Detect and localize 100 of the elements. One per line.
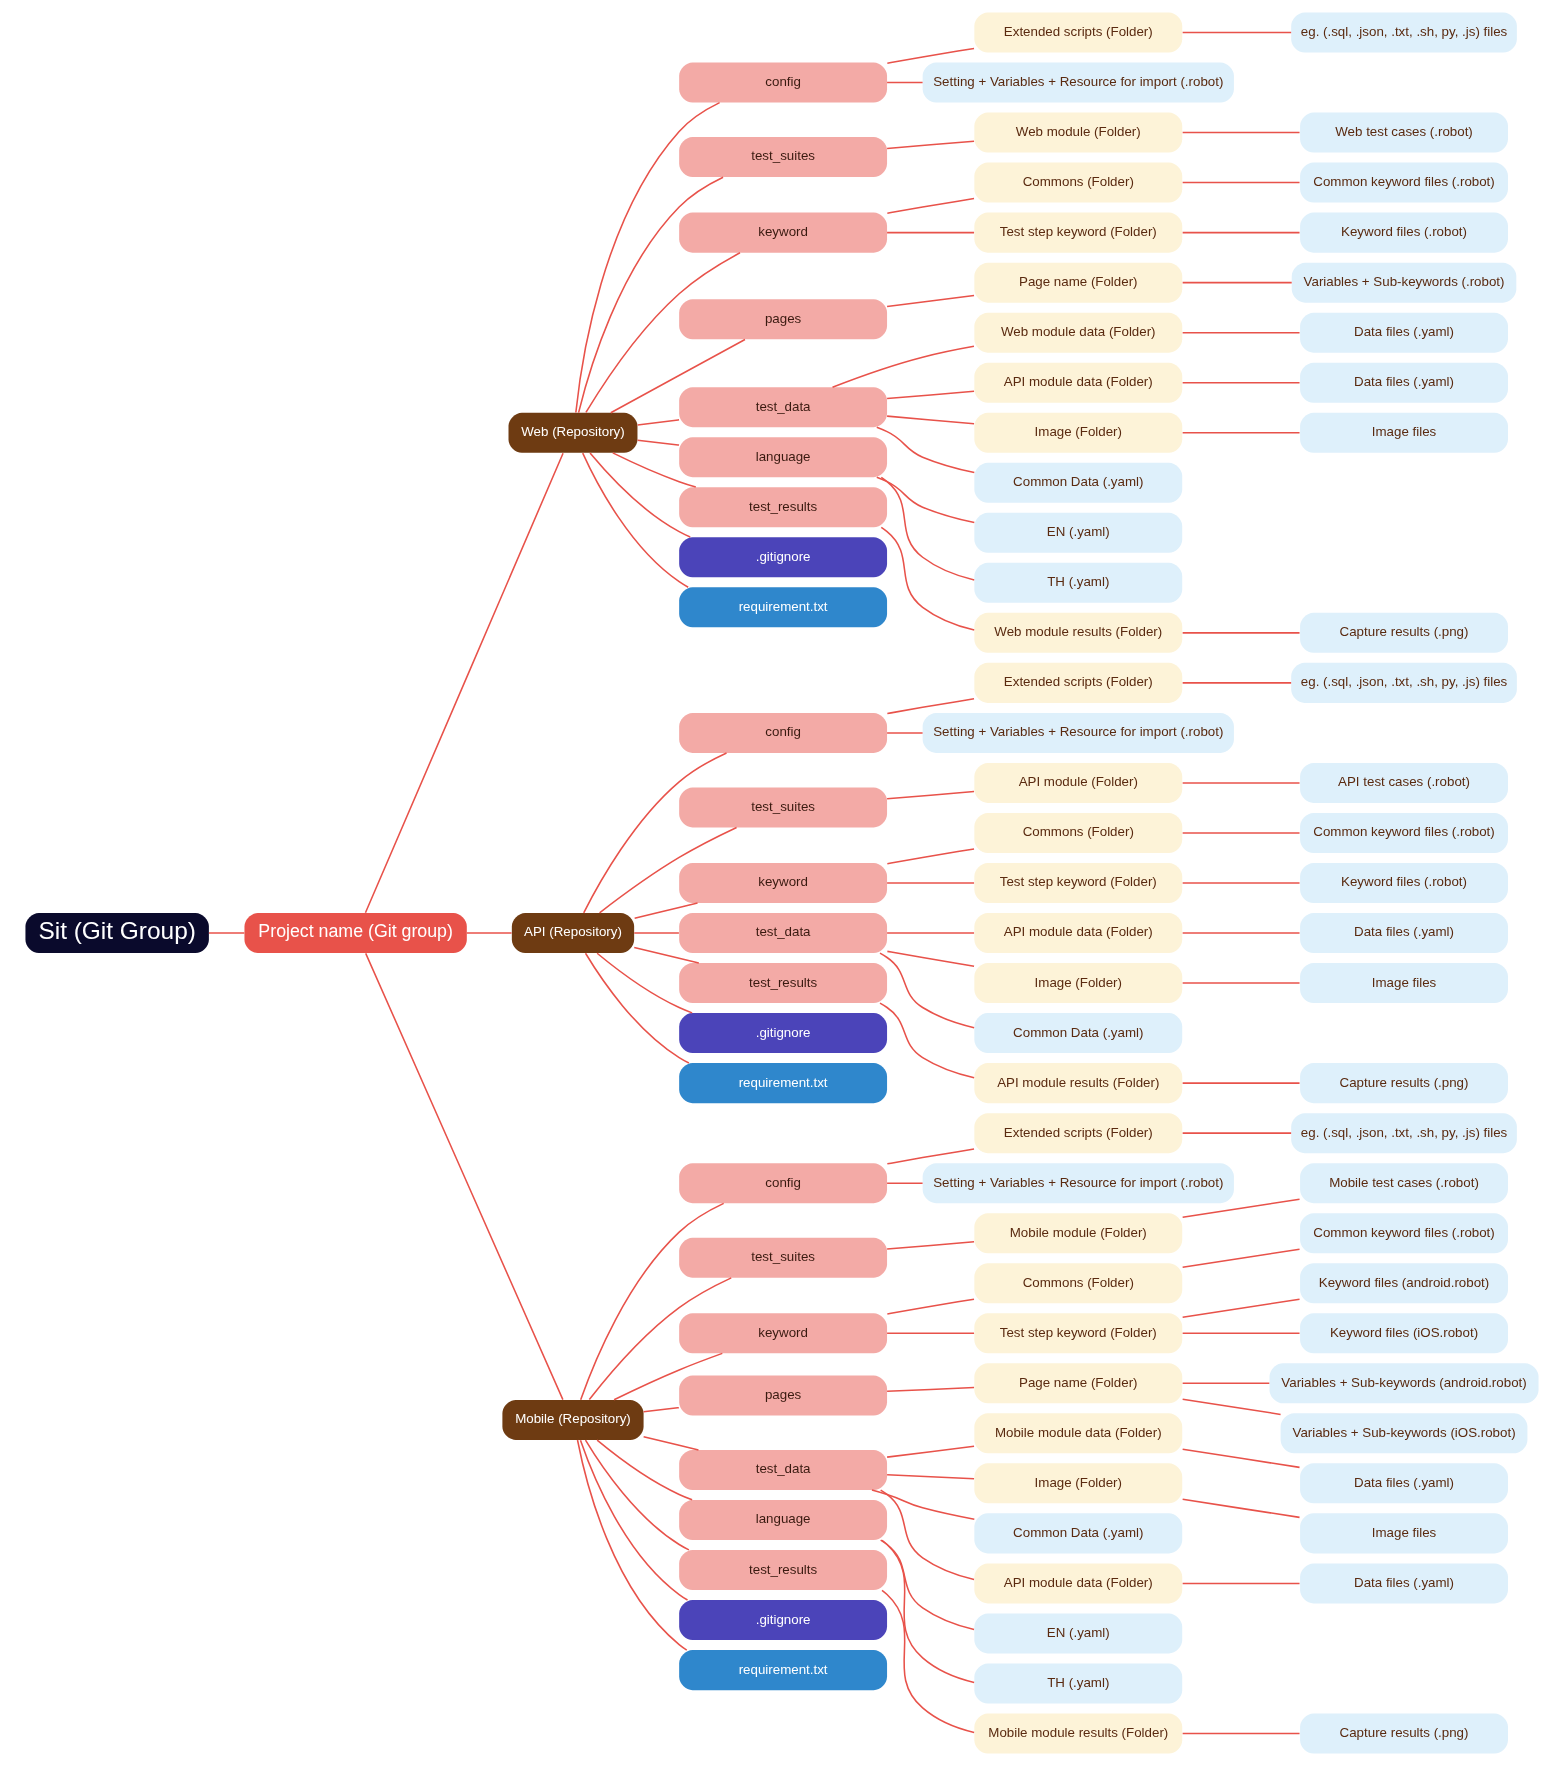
- node-box: Test step keyword (Folder): [974, 1313, 1183, 1354]
- node-box: Setting + Variables + Resource for import (.robot): [922, 712, 1234, 753]
- node-box: Keyword files (iOS.robot): [1300, 1313, 1508, 1354]
- node-box: API module results (Folder): [974, 1063, 1183, 1104]
- connector: [879, 952, 975, 1029]
- connector: [612, 452, 697, 488]
- connector: [1181, 31, 1292, 34]
- node-box: Page name (Folder): [974, 262, 1183, 303]
- connector: [1181, 281, 1293, 284]
- node-box: pages: [679, 299, 888, 340]
- node-box: Web module data (Folder): [974, 312, 1183, 353]
- node-box: Image (Folder): [974, 412, 1183, 453]
- connector: [1181, 381, 1301, 384]
- connector: [886, 47, 975, 64]
- node-box: test_suites: [679, 787, 888, 828]
- connector: [1181, 682, 1292, 684]
- connector: [1181, 431, 1301, 434]
- node-box: Test step keyword (Folder): [974, 863, 1183, 903]
- node-box: .gitignore: [679, 1600, 888, 1641]
- node-box: Image files: [1300, 1513, 1508, 1554]
- connector: [364, 952, 564, 1401]
- node-box: Image (Folder): [974, 963, 1183, 1004]
- node-box: Web test cases (.robot): [1300, 112, 1508, 153]
- connector: [876, 426, 976, 474]
- connector: [1181, 1132, 1292, 1134]
- node-box: language: [679, 1500, 888, 1541]
- node-box: Mobile module results (Folder): [974, 1713, 1183, 1754]
- node-box: requirement.txt: [679, 1650, 888, 1691]
- connector: [596, 1439, 693, 1501]
- connector: [1181, 1498, 1301, 1519]
- node-box: API module data (Folder): [974, 1563, 1183, 1604]
- node-box: Keyword files (.robot): [1300, 212, 1508, 253]
- connector: [881, 1539, 975, 1684]
- node-box: Common Data (.yaml): [974, 1013, 1183, 1054]
- node-box: Image (Folder): [974, 1463, 1183, 1504]
- node-box: Extended scripts (Folder): [974, 662, 1183, 703]
- connector: [886, 790, 975, 800]
- connector: [610, 338, 746, 414]
- node-box: language: [679, 437, 888, 478]
- node-box: TH (.yaml): [974, 562, 1183, 603]
- connector: [1181, 1382, 1271, 1385]
- connector: [596, 952, 693, 1014]
- connector: [886, 1148, 975, 1165]
- node-box: eg. (.sql, .json, .txt, .sh, py, .js) files: [1291, 12, 1517, 53]
- node-box: test_data: [679, 913, 888, 954]
- node-box: Mobile test cases (.robot): [1300, 1163, 1508, 1204]
- node-box: Data files (.yaml): [1300, 312, 1508, 353]
- node-box: .gitignore: [679, 1013, 888, 1054]
- node-box: config: [679, 712, 888, 753]
- node-box: Common Data (.yaml): [974, 1513, 1183, 1554]
- connector: [577, 176, 724, 414]
- node-box: Data files (.yaml): [1300, 913, 1508, 954]
- node-box: Image files: [1300, 963, 1508, 1004]
- connector: [886, 140, 975, 150]
- connector: [886, 1298, 975, 1315]
- node-box: Web module (Folder): [974, 112, 1183, 153]
- connector: [1181, 632, 1301, 634]
- connector: [633, 902, 699, 919]
- node-box: eg. (.sql, .json, .txt, .sh, py, .js) files: [1291, 662, 1517, 703]
- connector: [585, 252, 741, 414]
- node-box: Mobile module data (Folder): [974, 1413, 1183, 1454]
- connector: [886, 732, 924, 734]
- node-box: Project name (Git group): [244, 913, 467, 954]
- node-box: Common Data (.yaml): [974, 462, 1183, 503]
- node-box: requirement.txt: [679, 1063, 888, 1104]
- node-box: Sit (Git Group): [25, 913, 209, 954]
- connector: [1181, 1298, 1301, 1319]
- node-box: Variables + Sub-keywords (android.robot): [1269, 1363, 1539, 1404]
- node-box: test_results: [679, 1550, 888, 1591]
- node-box: Extended scripts (Folder): [974, 12, 1183, 53]
- node-box: Common keyword files (.robot): [1300, 162, 1508, 203]
- node-box: Extended scripts (Folder): [974, 1113, 1183, 1154]
- connector: [886, 950, 975, 967]
- node-box: test_suites: [679, 1237, 888, 1278]
- connector: [886, 932, 975, 934]
- connector: [886, 848, 975, 865]
- connector: [579, 1202, 725, 1401]
- connector: [208, 932, 246, 934]
- node-box: config: [679, 1163, 888, 1204]
- connector: [1181, 1448, 1301, 1469]
- connector: [1181, 131, 1301, 134]
- connector: [1181, 1248, 1301, 1269]
- connector: [1181, 982, 1301, 984]
- node-box: test_results: [679, 963, 888, 1004]
- node-box: Variables + Sub-keywords (iOS.robot): [1280, 1413, 1528, 1454]
- node-box: test_data: [679, 387, 888, 428]
- connector: [642, 1435, 700, 1451]
- node-box: Common keyword files (.robot): [1300, 1213, 1508, 1254]
- node-box: TH (.yaml): [974, 1663, 1183, 1704]
- connector: [886, 81, 924, 84]
- node-box: config: [679, 62, 888, 103]
- connector: [584, 952, 690, 1064]
- node-box: API module data (Folder): [974, 913, 1183, 954]
- connector: [886, 1386, 975, 1392]
- node-box: Page name (Folder): [974, 1363, 1183, 1404]
- node-box: keyword: [679, 212, 888, 253]
- node-box: Capture results (.png): [1300, 1063, 1508, 1104]
- node-box: Setting + Variables + Resource for import (.robot): [922, 1163, 1234, 1204]
- node-box: Data files (.yaml): [1300, 1463, 1508, 1504]
- connector: [1181, 782, 1301, 784]
